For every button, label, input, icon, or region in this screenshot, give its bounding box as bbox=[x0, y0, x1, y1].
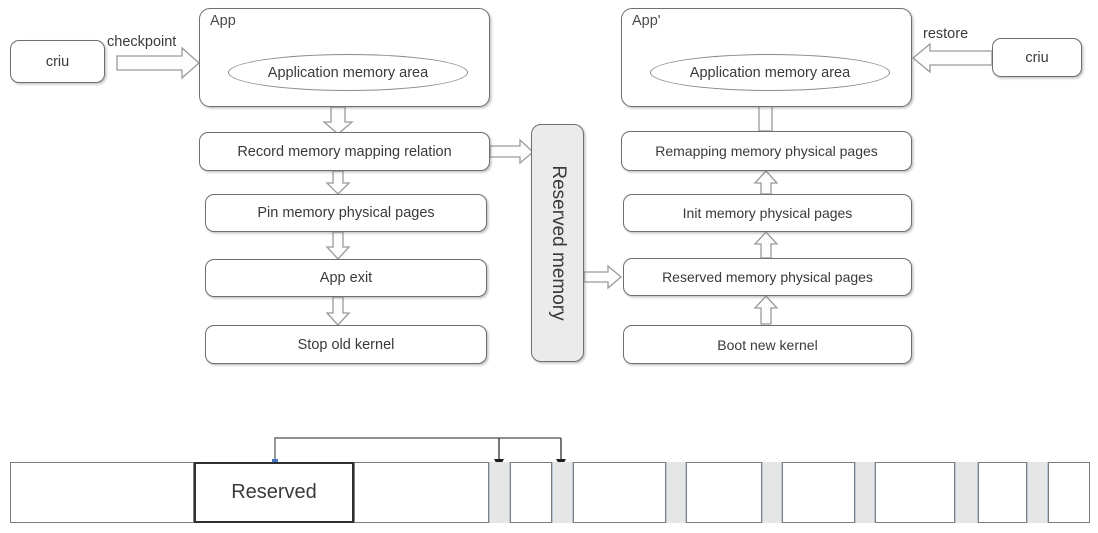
step-app-exit[interactable]: App exit bbox=[205, 259, 487, 297]
step-label: Record memory mapping relation bbox=[237, 143, 452, 160]
step-label: App exit bbox=[319, 270, 373, 286]
memory-segment[interactable] bbox=[686, 462, 762, 523]
application-memory-area-left: Application memory area bbox=[228, 54, 468, 91]
checkpoint-label: checkpoint bbox=[107, 34, 177, 50]
memory-gap-block bbox=[666, 462, 686, 523]
step-pin-memory-physical-pages[interactable]: Pin memory physical pages bbox=[205, 194, 487, 232]
app-container-left: App Application memory area bbox=[199, 8, 490, 107]
step-label: Boot new kernel bbox=[717, 336, 818, 353]
memory-segment[interactable] bbox=[875, 462, 955, 523]
step-label: Init memory physical pages bbox=[682, 205, 853, 221]
step-init-memory-physical-pages[interactable]: Init memory physical pages bbox=[623, 194, 912, 232]
memory-gap-block bbox=[1027, 462, 1048, 523]
memory-segment[interactable] bbox=[978, 462, 1027, 523]
memory-gap-block bbox=[955, 462, 978, 523]
memory-segment[interactable] bbox=[510, 462, 552, 523]
memory-reserved-label: Reserved bbox=[231, 481, 317, 503]
criu-box-right[interactable]: criu bbox=[992, 38, 1082, 77]
application-memory-area-right: Application memory area bbox=[650, 54, 890, 91]
memory-reserved-block[interactable]: Reserved bbox=[194, 462, 354, 523]
memory-gap-block bbox=[762, 462, 782, 523]
step-label: Reserved memory physical pages bbox=[662, 269, 873, 285]
memory-gap-block bbox=[855, 462, 875, 523]
step-label: Stop old kernel bbox=[297, 336, 395, 353]
step-stop-old-kernel[interactable]: Stop old kernel bbox=[205, 325, 487, 364]
step-boot-new-kernel[interactable]: Boot new kernel bbox=[623, 325, 912, 364]
app-container-right: App' Application memory area bbox=[621, 8, 912, 107]
application-memory-area-right-label: Application memory area bbox=[689, 64, 851, 81]
app-container-right-label: App' bbox=[632, 13, 661, 29]
memory-gap-block bbox=[552, 462, 573, 523]
memory-segment[interactable] bbox=[782, 462, 855, 523]
app-container-left-label: App bbox=[210, 13, 236, 29]
criu-right-label: criu bbox=[1025, 49, 1049, 66]
criu-box-left[interactable]: criu bbox=[10, 40, 105, 83]
memory-segment[interactable] bbox=[10, 462, 194, 523]
criu-left-label: criu bbox=[45, 53, 70, 70]
step-label: Pin memory physical pages bbox=[257, 205, 435, 221]
application-memory-area-left-label: Application memory area bbox=[267, 64, 429, 81]
memory-segment[interactable] bbox=[354, 462, 489, 523]
memory-gap-block bbox=[489, 462, 510, 523]
restore-label: restore bbox=[923, 26, 969, 42]
step-record-memory-mapping-relation[interactable]: Record memory mapping relation bbox=[199, 132, 490, 171]
reserved-memory-bar[interactable]: Reserved memory bbox=[531, 124, 584, 362]
step-label: Remapping memory physical pages bbox=[655, 143, 878, 159]
step-reserved-memory-physical-pages[interactable]: Reserved memory physical pages bbox=[623, 258, 912, 296]
step-remapping-memory-physical-pages[interactable]: Remapping memory physical pages bbox=[621, 131, 912, 171]
memory-segment[interactable] bbox=[1048, 462, 1090, 523]
memory-segment[interactable] bbox=[573, 462, 666, 523]
